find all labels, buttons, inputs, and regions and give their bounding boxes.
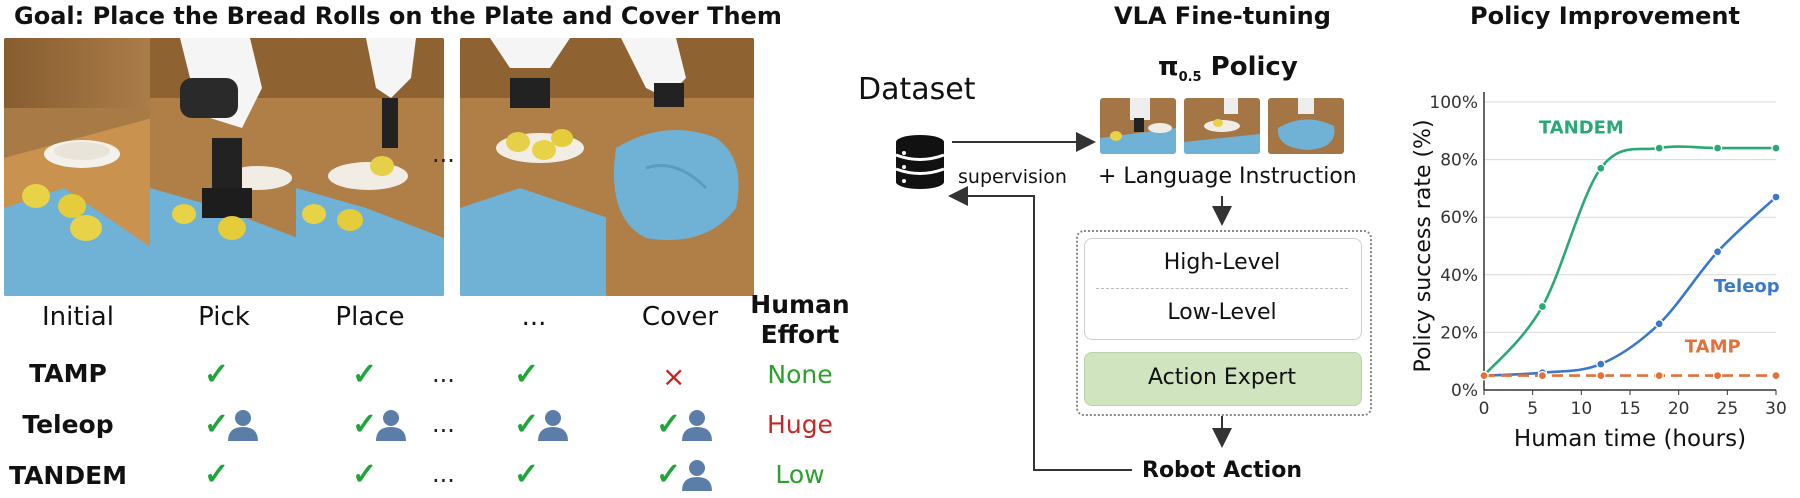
frame-initial [4,38,152,296]
stage-label-cover: Cover [641,302,719,332]
language-instruction: + Language Instruction [1098,164,1357,189]
tamp-mark-later: ✓ [514,357,540,392]
x-tick-label: 0 [1479,399,1490,419]
teleop-mark-later: ✓ [514,407,540,442]
x-tick-label: 15 [1619,399,1641,419]
action-expert-label: Action Expert [1148,365,1296,390]
teleop-point [1596,359,1606,369]
level-divider [1096,288,1348,289]
teleop-person-icon-cover [682,410,712,441]
x-tick-label: 20 [1668,399,1690,419]
tandem-person-icon-cover [682,460,712,491]
effort-header: Human Effort [740,290,860,350]
tandem-point [1712,143,1723,153]
x-tick-label: 30 [1765,399,1787,419]
tandem-mark-place: ✓ [352,457,378,492]
y-tick-label: 0% [1451,381,1478,401]
dataset-label: Dataset [858,72,976,107]
policy-word: Policy [1210,52,1298,82]
tandem-point [1537,301,1548,312]
stage-label-ellipsis: ... [521,302,547,332]
teleop-person-icon-later [538,410,568,441]
tamp-point [1654,370,1664,381]
policy-pi-symbol: π [1158,52,1179,82]
y-tick-label: 80% [1440,151,1478,171]
method-label-teleop: Teleop [22,410,114,439]
tandem-point [1596,163,1606,173]
policy-thumb-3 [1268,98,1344,154]
effort-header-line2: Effort [760,320,840,349]
database-icon [895,135,945,189]
tamp-point [1771,370,1781,381]
teleop-person-icon-place [376,410,406,441]
teleop-point [1654,319,1664,329]
teleop-mark-place: ✓ [352,407,378,442]
teleop-mark-pick: ✓ [204,407,230,442]
tamp-ellipsis: ... [432,360,455,388]
policy-improvement-title: Policy Improvement [1470,2,1740,30]
tandem-ellipsis: ... [432,460,455,488]
method-label-tandem: TANDEM [8,461,128,490]
tandem-series-label: TANDEM [1539,118,1624,139]
y-tick-label: 40% [1440,266,1478,286]
policy-heading: π0.5 Policy [1158,52,1298,85]
frame-later [460,38,608,296]
x-tick-label: 5 [1527,399,1538,419]
stage-label-place: Place [335,302,405,332]
tamp-mark-place: ✓ [352,357,378,392]
tamp-point [1596,370,1606,381]
policy-thumb-2 [1184,98,1260,154]
goal-title: Goal: Place the Bread Rolls on the Plate… [14,2,782,30]
teleop-person-icon-pick [228,410,258,441]
y-axis-title: Policy success rate (%) [1411,119,1436,372]
vla-title: VLA Fine-tuning [1114,2,1331,30]
frame-cover [606,38,754,296]
teleop-mark-cover: ✓ [656,407,682,442]
tamp-mark-cover: × [662,360,686,393]
y-tick-label: 100% [1429,93,1478,113]
robot-action-label: Robot Action [1142,458,1302,483]
tamp-effort: None [767,360,833,389]
x-tick-label: 25 [1717,399,1739,419]
y-tick-label: 60% [1440,208,1478,228]
tamp-series-label: TAMP [1685,337,1741,358]
stage-label-pick: Pick [198,302,250,332]
y-tick-label: 20% [1440,323,1478,343]
x-tick-label: 10 [1571,399,1593,419]
tandem-mark-cover: ✓ [656,457,682,492]
tamp-point [1537,370,1548,381]
tandem-mark-later: ✓ [514,457,540,492]
teleop-effort: Huge [767,410,833,439]
stage-label-initial: Initial [42,302,114,332]
tamp-mark-pick: ✓ [204,357,230,392]
tandem-effort: Low [775,460,825,489]
tandem-mark-pick: ✓ [204,457,230,492]
teleop-point [1771,192,1781,202]
x-axis-title: Human time (hours) [1514,426,1746,452]
effort-header-line1: Human [750,290,850,319]
policy-subscript: 0.5 [1178,70,1202,86]
frames-ellipsis: ... [432,140,455,168]
tamp-point [1479,370,1489,381]
teleop-ellipsis: ... [432,410,455,438]
frame-place [296,38,444,296]
high-level-label: High-Level [1163,250,1281,275]
supervision-label: supervision [958,166,1067,188]
tandem-point [1654,143,1664,153]
teleop-point [1712,247,1723,257]
teleop-series-label: Teleop [1714,276,1780,297]
low-level-label: Low-Level [1167,300,1277,325]
tandem-point [1771,143,1781,153]
frame-pick [150,38,298,296]
tamp-point [1712,370,1723,381]
policy-thumb-1 [1100,98,1176,154]
method-label-tamp: TAMP [29,359,107,388]
